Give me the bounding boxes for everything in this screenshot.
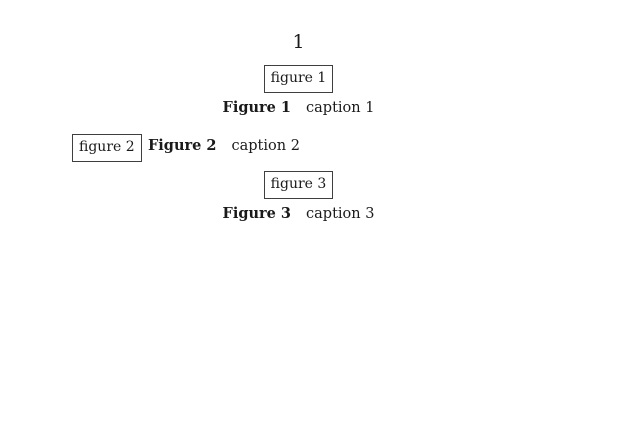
- figure-3-placeholder-box: figure 3: [263, 171, 334, 199]
- figure-3-caption-text: caption 3: [306, 206, 375, 222]
- figure-1-caption-label: Figure 1: [222, 99, 292, 116]
- figure-2-placeholder-box: figure 2: [72, 134, 142, 162]
- figure-1-placeholder-box: figure 1: [263, 65, 334, 93]
- figure-3-caption-label: Figure 3: [222, 205, 292, 222]
- figure-2-caption-label: Figure 2: [148, 137, 217, 154]
- figure-1-row: figure 1: [0, 65, 597, 93]
- figure-2-caption-text: caption 2: [231, 138, 300, 154]
- figure-2-caption: Figure 2 caption 2: [148, 137, 300, 155]
- figure-1-caption: Figure 1 caption 1: [0, 99, 597, 117]
- page-number: 1: [292, 31, 305, 53]
- figure-3-row: figure 3: [0, 171, 597, 199]
- figure-3-caption: Figure 3 caption 3: [0, 205, 597, 223]
- figure-1-caption-text: caption 1: [306, 100, 375, 116]
